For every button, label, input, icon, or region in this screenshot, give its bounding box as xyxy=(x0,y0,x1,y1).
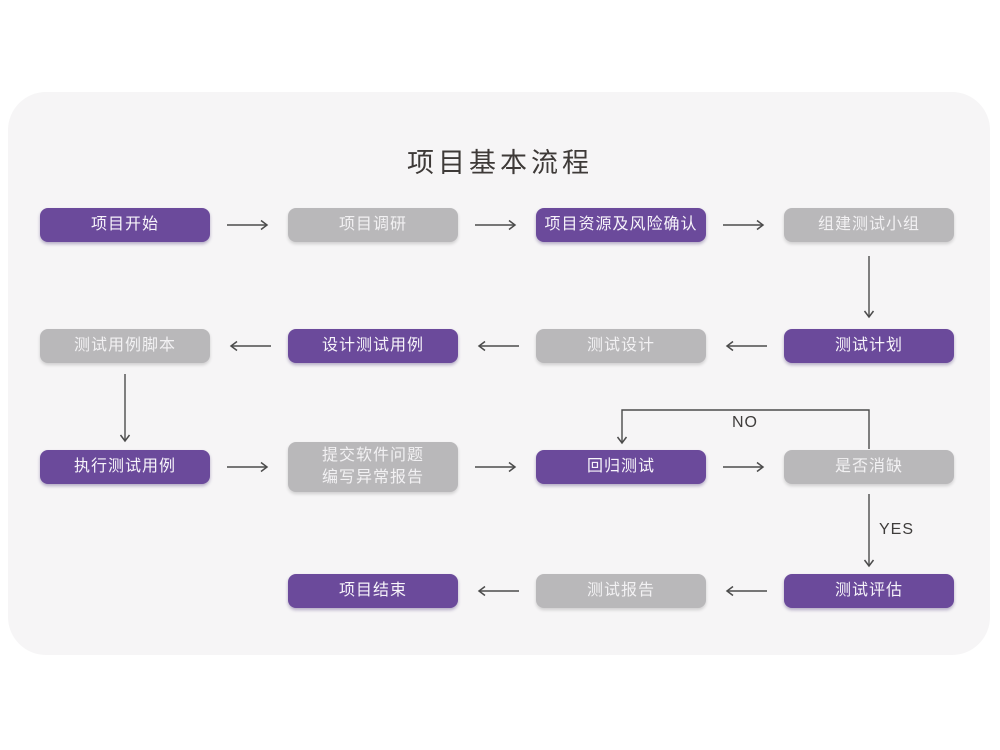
edge-label-no: NO xyxy=(732,414,758,431)
flowchart-card xyxy=(8,92,990,655)
node-build-test-team: 组建测试小组 xyxy=(784,208,954,242)
node-design-test-case: 设计测试用例 xyxy=(288,329,458,363)
node-regression-test: 回归测试 xyxy=(536,450,706,484)
node-test-report: 测试报告 xyxy=(536,574,706,608)
diagram-title: 项目基本流程 xyxy=(407,148,593,178)
node-project-start: 项目开始 xyxy=(40,208,210,242)
node-test-design: 测试设计 xyxy=(536,329,706,363)
node-test-case-script: 测试用例脚本 xyxy=(40,329,210,363)
node-project-end: 项目结束 xyxy=(288,574,458,608)
node-test-evaluation: 测试评估 xyxy=(784,574,954,608)
edge-label-yes: YES xyxy=(879,521,915,538)
node-project-research: 项目调研 xyxy=(288,208,458,242)
node-execute-test-case: 执行测试用例 xyxy=(40,450,210,484)
node-defect-cleared: 是否消缺 xyxy=(784,450,954,484)
node-submit-issue-report: 提交软件问题 编写异常报告 xyxy=(288,442,458,492)
node-test-plan: 测试计划 xyxy=(784,329,954,363)
node-resource-risk-confirm: 项目资源及风险确认 xyxy=(536,208,706,242)
